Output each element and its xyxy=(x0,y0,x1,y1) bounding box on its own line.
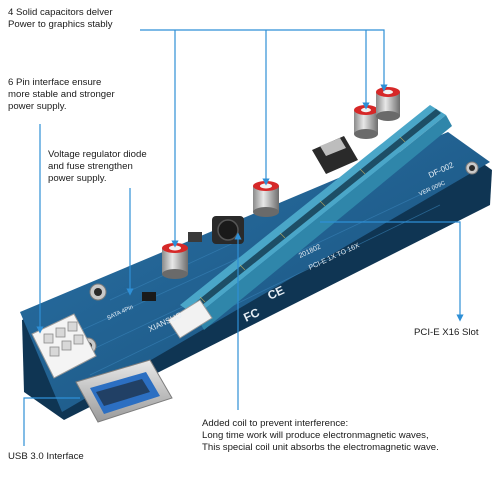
coil-inductor xyxy=(212,216,244,244)
callout-usb-line-1: USB 3.0 Interface xyxy=(8,451,84,462)
capacitor-4 xyxy=(376,87,400,121)
callout-six-pin-line-2: more stable and stronger xyxy=(8,89,115,100)
callout-coil-line-3: This special coil unit absorbs the elect… xyxy=(202,442,439,453)
callout-coil-line-2: Long time work will produce electronmagn… xyxy=(202,430,429,441)
callout-pcie-slot: PCI-E X16 Slot xyxy=(414,327,479,339)
voltage-regulator xyxy=(142,136,358,301)
usb3-port xyxy=(75,359,173,423)
callout-capacitors-line-2: Power to graphics stably xyxy=(8,19,113,30)
capacitor-1 xyxy=(162,243,188,279)
callout-voltage-regulator-line-2: and fuse strengthen xyxy=(48,161,133,172)
fuse xyxy=(188,232,202,242)
callout-pcie-slot-line-1: PCI-E X16 Slot xyxy=(414,327,479,338)
slot-latch xyxy=(167,299,213,339)
marking-ce: CE xyxy=(265,283,286,303)
capacitor-2 xyxy=(253,181,279,217)
callout-coil-line-1: Added coil to prevent interference: xyxy=(202,418,349,429)
marking-fc: FC xyxy=(241,305,262,325)
capacitor-3 xyxy=(354,105,378,139)
callout-six-pin-line-1: 6 Pin interface ensure xyxy=(8,77,102,88)
callout-lines xyxy=(23,29,464,446)
callout-capacitors: 4 Solid capacitors delver Power to graph… xyxy=(8,7,113,31)
callout-six-pin: 6 Pin interface ensure more stable and s… xyxy=(8,77,115,113)
callout-voltage-regulator-line-3: power supply. xyxy=(48,173,107,184)
callout-voltage-regulator: Voltage regulator diode and fuse strengt… xyxy=(48,149,147,185)
callout-coil: Added coil to prevent interference: Long… xyxy=(202,418,439,454)
callout-voltage-regulator-line-1: Voltage regulator diode xyxy=(48,149,147,160)
callout-capacitors-line-1: 4 Solid capacitors delver xyxy=(8,7,113,18)
callout-six-pin-line-3: power supply. xyxy=(8,101,67,112)
six-pin-connector xyxy=(31,313,97,379)
callout-usb: USB 3.0 Interface xyxy=(8,451,84,463)
